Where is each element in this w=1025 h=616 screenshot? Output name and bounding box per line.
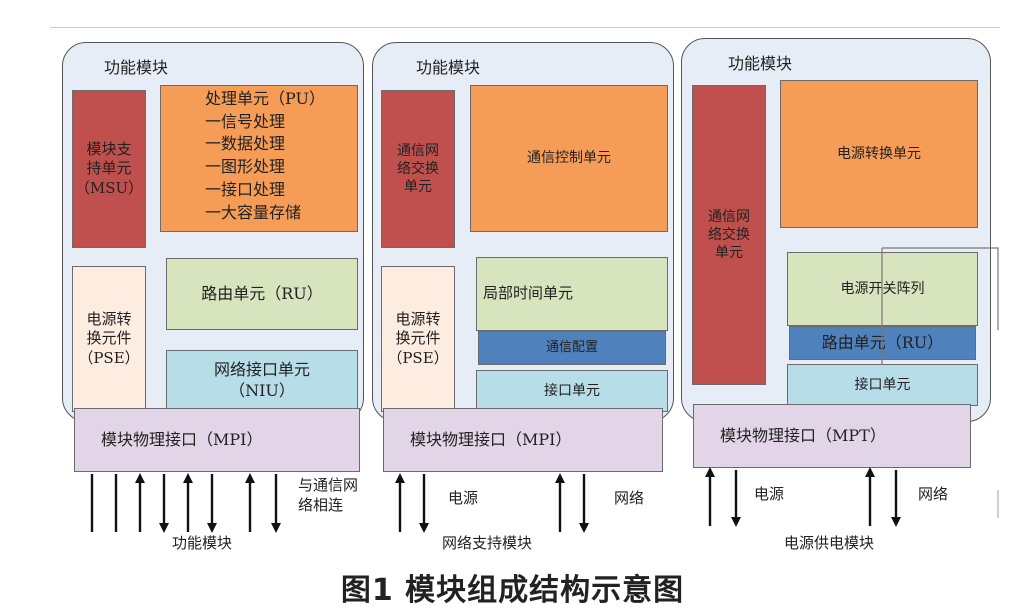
network-switch-unit: 通信网 络交换 单元 [692,85,766,385]
msu-unit: 模块支 持单元 （MSU） [72,90,146,248]
network-support-module-label: 网络支持模块 [442,534,533,552]
module-title: 功能模块 [104,58,169,77]
routing-unit: 路由单元（RU） [166,258,358,330]
network-switch-unit: 通信网 络交换 单元 [381,90,455,248]
module-title: 功能模块 [728,54,793,73]
network-connect-label: 与通信网 络相连 [298,476,359,514]
network-label: 网络 [614,489,645,507]
stray-lines [882,247,999,330]
power-conversion-element: 电源转 换元件 （PSE） [72,266,146,412]
network-label: 网络 [918,485,949,503]
figure-caption: 图1 模块组成结构示意图 [340,573,685,608]
power-label: 电源 [754,485,785,503]
functional-module-label: 功能模块 [172,534,233,552]
module-physical-interface: 模块物理接口（MPI） [74,408,360,472]
processing-unit: 处理单元（PU） 一信号处理 一数据处理 一图形处理 一接口处理 一大容量存储 [160,85,358,232]
communication-control-unit: 通信控制单元 [470,85,668,232]
communication-config: 通信配置 [478,331,666,365]
module-physical-interface: 模块物理接口（MPI） [383,408,663,472]
module-title: 功能模块 [416,58,481,77]
module-physical-interface: 模块物理接口（MPT） [693,404,971,468]
local-time-unit: 局部时间单元 [476,257,668,331]
power-label: 电源 [448,489,479,507]
power-conversion-element: 电源转 换元件 （PSE） [381,266,455,412]
power-supply-module-label: 电源供电模块 [784,534,875,552]
power-conversion-unit: 电源转换单元 [780,80,978,228]
top-rule [50,27,1000,28]
interface-unit: 接口单元 [476,370,668,412]
network-interface-unit: 网络接口单元 （NIU） [166,350,358,412]
